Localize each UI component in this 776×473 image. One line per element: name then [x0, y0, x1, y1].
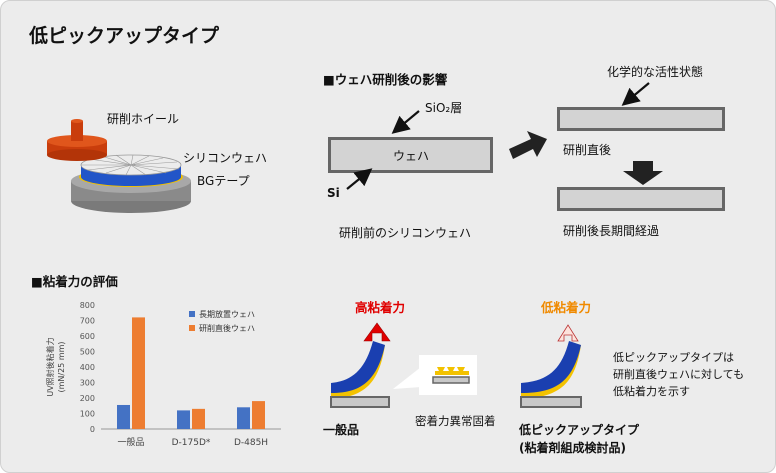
general-wafer [330, 396, 390, 408]
sio2-arrow [391, 110, 420, 134]
abnormal-label: 密着力異常固着 [415, 414, 496, 428]
wafer-label: シリコンウェハ [183, 151, 268, 165]
callout-wafer [432, 376, 470, 384]
grinder-illustration [47, 119, 191, 213]
active-arrow [621, 82, 650, 106]
y-tick-label: 200 [80, 394, 95, 403]
y-tick-label: 700 [80, 317, 95, 326]
si-label: Si [327, 186, 340, 200]
y-axis-label: UV照射後粘着力 [45, 337, 55, 396]
grind-marks [81, 154, 180, 176]
process-arrow [509, 131, 547, 159]
bar [132, 317, 145, 429]
wheel-spindle-top [71, 119, 83, 123]
y-tick-label: 400 [80, 363, 95, 372]
note-text: 低ピックアップタイプは 研削直後ウェハに対しても 低粘着力を示す [613, 349, 744, 400]
general-tape [331, 341, 385, 393]
adhesion-chart: 0 100 200 300 400 500 600 700 800UV照射後粘着力(mN/25 … [45, 301, 281, 448]
page-title: 低ピックアップタイプ [29, 25, 220, 47]
long-label: 研削後長期間経過 [563, 224, 660, 238]
active-label: 化学的な活性状態 [607, 65, 704, 79]
bar [177, 410, 190, 429]
low-adhesion-label: 低粘着力 [541, 300, 592, 315]
note-line: 研削直後ウェハに対しても [613, 368, 745, 381]
adhesion-heading: ■粘着力の評価 [31, 274, 118, 289]
wheel-spindle [71, 121, 83, 141]
x-tick-label: 一般品 [117, 436, 144, 448]
legend-swatch [189, 325, 195, 331]
si-arrow [346, 168, 373, 190]
y-tick-label: 500 [80, 348, 95, 357]
bar [192, 408, 205, 429]
y-tick-label: 600 [80, 332, 95, 341]
wafer-long-box [557, 187, 725, 211]
y-tick-label: 800 [80, 301, 95, 310]
lowpick-sub-label: (粘着剤組成検討品) [519, 441, 626, 455]
high-arrow-icon [363, 322, 391, 342]
wafer-label: ウェハ [393, 149, 430, 163]
y-tick-label: 0 [90, 425, 95, 434]
general-label: 一般品 [323, 423, 360, 437]
x-tick-label: D-485H [234, 438, 268, 448]
legend-label: 長期放置ウェハ [199, 309, 255, 319]
low-arrow-icon [557, 324, 579, 342]
before-caption: 研削前のシリコンウェハ [339, 226, 472, 240]
wafer-before-box [328, 137, 493, 173]
note-line: 低粘着力を示す [613, 385, 690, 398]
legend-label: 研削直後ウェハ [199, 323, 255, 333]
wafer-after-box [557, 107, 725, 131]
x-tick-label: D-175D* [172, 438, 211, 448]
note-line: 低ピックアップタイプは [613, 351, 734, 364]
high-adhesion-label: 高粘着力 [355, 300, 406, 315]
lowpick-label: 低ピックアップタイプ [519, 423, 640, 437]
legend-swatch [189, 311, 195, 317]
y-axis-label: (mN/25 mm) [57, 341, 66, 392]
wheel-bottom [47, 149, 107, 161]
effect-heading: ■ウェハ研削後の影響 [323, 72, 448, 87]
sio2-label: SiO₂層 [425, 101, 463, 115]
bar [237, 407, 250, 429]
lowpick-tape [521, 341, 581, 393]
bar [252, 401, 265, 429]
bar [117, 404, 130, 429]
callout-adhesive-spikes [437, 367, 465, 375]
after-label: 研削直後 [563, 143, 612, 157]
wheel-label: 研削ホイール [107, 112, 180, 126]
callout-pointer [393, 367, 421, 389]
lowpick-wafer [520, 396, 582, 408]
tape-label: BGテープ [197, 174, 250, 188]
y-tick-label: 100 [80, 410, 95, 419]
y-tick-label: 300 [80, 379, 95, 388]
time-arrow [623, 161, 663, 185]
